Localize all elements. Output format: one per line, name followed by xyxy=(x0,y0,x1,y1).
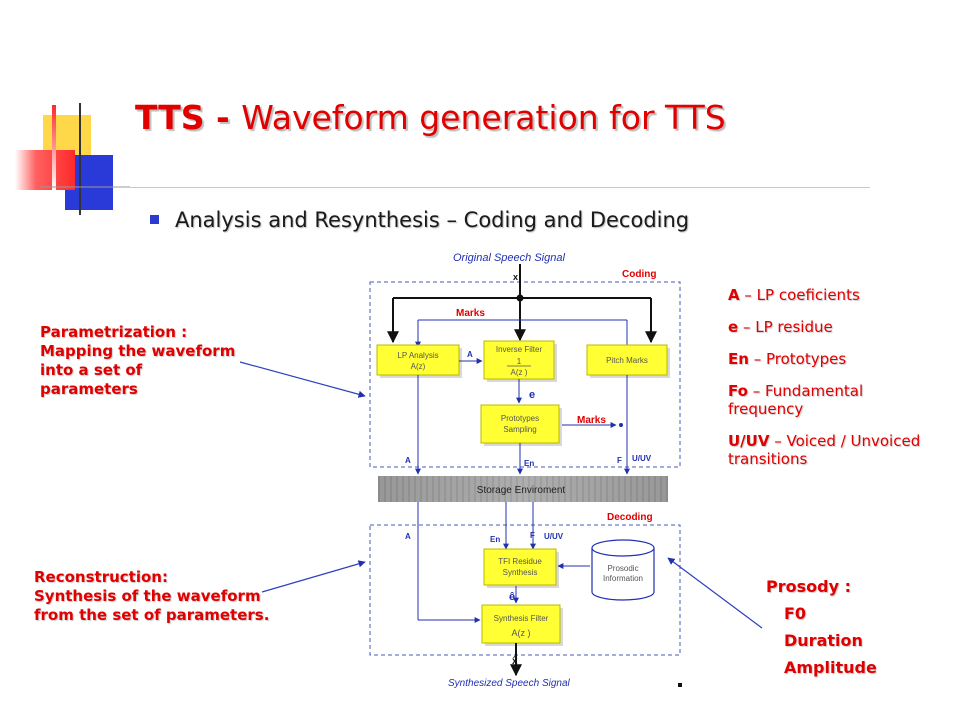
prototypes-label: Prototypes xyxy=(501,414,539,423)
synthesis-label: Synthesis xyxy=(503,568,538,577)
prosodic-label: Prosodic xyxy=(607,564,638,573)
coding-label: Coding xyxy=(622,269,656,280)
en-mid2-label: En xyxy=(490,535,500,544)
legend-item: A – LP coeficients xyxy=(728,286,860,304)
synthesis-filter-label: Synthesis Filter xyxy=(494,614,549,623)
a-left2-label: A xyxy=(405,532,411,541)
e-hat-label: ê xyxy=(509,591,515,603)
decoding-frame xyxy=(369,524,681,656)
pitch-marks-block: Pitch Marks xyxy=(586,344,670,378)
legend: A – LP coeficients e – LP residue En – P… xyxy=(728,286,928,482)
a-left-label: A xyxy=(405,456,411,465)
marks-junction-dot xyxy=(619,423,623,427)
a-edge-label: A xyxy=(467,350,473,359)
lp-analysis-sub: A(z) xyxy=(411,362,426,371)
parametrization-line: Mapping the waveform xyxy=(40,342,236,360)
bullet-square-icon xyxy=(150,214,159,224)
prosody-item: Duration xyxy=(784,631,863,650)
prosody-list: Prosody : F0 Duration Amplitude xyxy=(766,573,877,681)
reconstruction-line: from the set of parameters. xyxy=(34,606,270,624)
marks-top-label: Marks xyxy=(456,308,485,319)
prosody-heading: Prosody : xyxy=(766,577,851,596)
inverse-num: 1 xyxy=(517,357,522,366)
output-x-label: x̂ xyxy=(512,656,518,667)
storage-bar: Storage Enviroment xyxy=(378,476,668,502)
inverse-filter-label: Inverse Filter xyxy=(496,345,543,354)
synth-signal-label: Synthesized Speech Signal xyxy=(448,678,571,689)
decorative-squares xyxy=(15,103,130,215)
sampling-label: Sampling xyxy=(503,425,536,434)
coding-frame xyxy=(369,281,681,468)
inverse-filter-block: Inverse Filter 1 A(z ) xyxy=(483,340,557,382)
parametrization-line: parameters xyxy=(40,380,138,398)
lp-analysis-label: LP Analysis xyxy=(397,351,438,360)
uuv-mid2-label: U/UV xyxy=(544,532,564,541)
prosody-pointer xyxy=(667,557,763,629)
information-label: Information xyxy=(603,574,643,583)
bullet-item: Analysis and Resynthesis – Coding and De… xyxy=(150,208,689,232)
pitch-marks-label: Pitch Marks xyxy=(606,356,648,365)
red-bar xyxy=(52,105,56,190)
f-mid2-label: F xyxy=(530,531,535,540)
stray-dot xyxy=(678,683,682,687)
bullet-text: Analysis and Resynthesis – Coding and De… xyxy=(175,208,690,232)
title-main: Waveform generation for TTS xyxy=(241,98,726,137)
lp-analysis-block: LP Analysis A(z) xyxy=(376,344,462,378)
tfi-residue-block: TFI Residue Synthesis xyxy=(483,548,559,588)
tfi-residue-label: TFI Residue xyxy=(498,557,542,566)
page-title: TTS - Waveform generation for TTS xyxy=(135,98,726,137)
legend-item: U/UV – Voiced / Unvoiced transitions xyxy=(728,432,921,468)
uuv-right-label: U/UV xyxy=(632,454,652,463)
parametrization-note: Parametrization : Mapping the waveform i… xyxy=(40,323,250,399)
marks-mid-label: Marks xyxy=(577,415,606,426)
legend-item: En – Prototypes xyxy=(728,350,847,368)
prosody-item: F0 xyxy=(784,604,807,623)
parametrization-line: into a set of xyxy=(40,361,143,379)
reconstruction-line: Synthesis of the waveform xyxy=(34,587,261,605)
prosody-item: Amplitude xyxy=(784,658,877,677)
input-x-label: x xyxy=(513,272,518,282)
inverse-den: A(z ) xyxy=(511,368,528,377)
legend-item: Fo – Fundamental frequency xyxy=(728,382,864,418)
parametrization-pointer xyxy=(239,361,366,398)
parametrization-heading: Parametrization : xyxy=(40,323,188,341)
title-prefix: TTS - xyxy=(135,98,242,137)
legend-item: e – LP residue xyxy=(728,318,833,336)
en-mid-label: En xyxy=(524,459,534,468)
original-signal-label: Original Speech Signal xyxy=(453,252,565,264)
prosodic-information-cylinder: Prosodic Information xyxy=(591,539,655,601)
decoding-label: Decoding xyxy=(607,512,653,523)
reconstruction-heading: Reconstruction: xyxy=(34,568,168,586)
storage-label: Storage Enviroment xyxy=(477,485,566,496)
synthesis-filter-block: Synthesis Filter A(z ) xyxy=(481,604,563,646)
f-right-label: F xyxy=(617,456,622,465)
prototypes-sampling-block: Prototypes Sampling xyxy=(480,404,562,446)
title-underline xyxy=(130,187,870,188)
reconstruction-pointer xyxy=(261,560,366,593)
e-edge-label: e xyxy=(529,389,535,401)
red-square xyxy=(15,150,75,190)
reconstruction-note: Reconstruction: Synthesis of the wavefor… xyxy=(34,568,284,625)
synth-den-label: A(z ) xyxy=(512,628,531,638)
